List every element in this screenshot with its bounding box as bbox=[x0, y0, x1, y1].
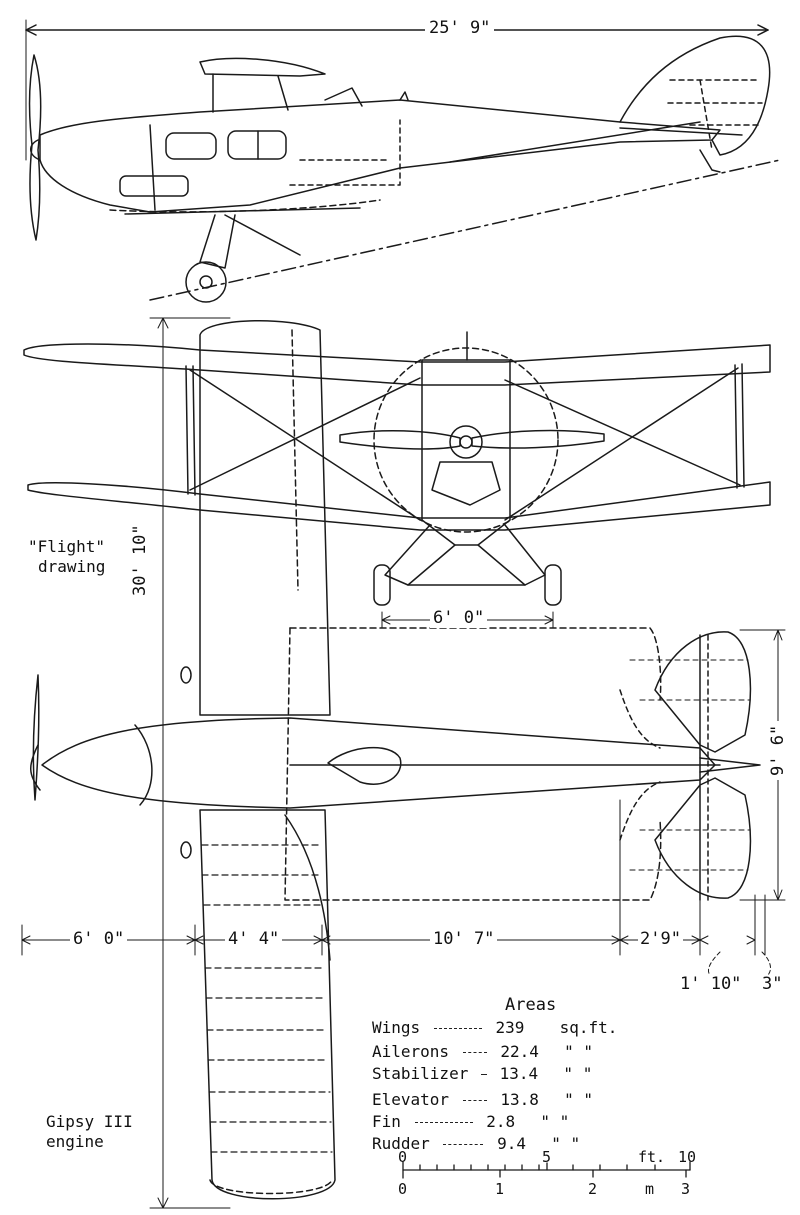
lower-wing-front bbox=[28, 482, 770, 530]
track-label: 6' 0" bbox=[430, 608, 488, 628]
m-tick-1: 1 bbox=[495, 1180, 505, 1198]
areas-table: Wings 239 sq.ft. Ailerons 22.4 " " Stabi… bbox=[372, 1018, 632, 1153]
lower-wing-plan bbox=[200, 810, 335, 1199]
main-wheel-side bbox=[186, 262, 226, 302]
source-line-2: drawing bbox=[38, 557, 106, 576]
area-name: Elevator bbox=[372, 1090, 450, 1109]
m-unit: m bbox=[645, 1180, 655, 1198]
wheel-left-front bbox=[374, 565, 390, 605]
wheel-right-front bbox=[545, 565, 561, 605]
tail-span-label: 9' 6" bbox=[768, 720, 788, 780]
area-name: Rudder bbox=[372, 1134, 430, 1153]
upper-wing-plan bbox=[200, 321, 330, 715]
arrow-right-icon bbox=[758, 25, 768, 35]
area-value: 22.4 bbox=[500, 1042, 539, 1061]
engine-caption: Gipsy III engine bbox=[46, 1112, 133, 1152]
front-view bbox=[24, 332, 770, 628]
elevator-upper-plan bbox=[655, 632, 750, 752]
areas-title: Areas bbox=[505, 995, 557, 1015]
propeller-disc bbox=[374, 348, 558, 532]
fin-rudder-side bbox=[620, 36, 770, 155]
source-caption: "Flight" drawing bbox=[28, 537, 105, 577]
scale-bar bbox=[403, 1162, 690, 1178]
area-unit: " " bbox=[564, 1042, 594, 1061]
strut-right bbox=[735, 365, 737, 488]
area-unit: sq.ft. bbox=[559, 1018, 618, 1037]
ft-unit: ft. bbox=[638, 1148, 666, 1166]
side-view bbox=[26, 20, 780, 302]
m-tick-2: 2 bbox=[588, 1180, 598, 1198]
areas-row-fin: Fin 2.8 " " bbox=[372, 1112, 569, 1131]
ft-tick-10: 10 bbox=[678, 1148, 697, 1166]
propeller-plan bbox=[33, 675, 38, 800]
upper-wing-front bbox=[24, 344, 770, 385]
area-name: Ailerons bbox=[372, 1042, 450, 1061]
spinner-front bbox=[450, 426, 482, 458]
area-unit: " " bbox=[563, 1064, 593, 1083]
fuselage-plan bbox=[42, 718, 715, 808]
nose-to-wing-label: 6' 0" bbox=[70, 929, 128, 949]
areas-row-rudder: Rudder 9.4 " " bbox=[372, 1134, 580, 1153]
cabin-window-1 bbox=[166, 133, 216, 159]
wing-chord-label: 4' 4" bbox=[225, 929, 283, 949]
tailplane-label: 2'9" bbox=[638, 929, 683, 949]
m-ticks bbox=[500, 1170, 686, 1177]
propeller-blade-left bbox=[340, 431, 460, 449]
area-unit: " " bbox=[540, 1112, 570, 1131]
wing-ribs bbox=[202, 845, 332, 1152]
upper-wing-side bbox=[200, 58, 325, 76]
span-label: 30' 10" bbox=[130, 520, 150, 600]
strut-left bbox=[186, 366, 188, 494]
areas-row-wings: Wings 239 sq.ft. bbox=[372, 1018, 617, 1037]
wing-to-tail-label: 10' 7" bbox=[430, 929, 498, 949]
tip-dim-label: 3" bbox=[762, 974, 783, 994]
areas-row-ailerons: Ailerons 22.4 " " bbox=[372, 1042, 593, 1061]
area-unit: " " bbox=[564, 1090, 594, 1109]
m-tick-0: 0 bbox=[398, 1180, 408, 1198]
area-value: 2.8 bbox=[486, 1112, 516, 1131]
elevator-dim-label: 1' 10" bbox=[680, 974, 742, 994]
area-value: 13.8 bbox=[500, 1090, 539, 1109]
exhaust-box bbox=[120, 176, 188, 196]
elevator-lower-plan bbox=[655, 778, 750, 898]
area-name: Stabilizer bbox=[372, 1064, 469, 1083]
cockpit-plan bbox=[328, 748, 401, 785]
plan-view bbox=[22, 318, 785, 1208]
propeller-blade-right bbox=[472, 431, 604, 449]
engine-line-2: engine bbox=[46, 1132, 104, 1151]
area-name: Wings bbox=[372, 1018, 421, 1037]
cabin-window-2 bbox=[228, 131, 286, 159]
areas-row-elevator: Elevator 13.8 " " bbox=[372, 1090, 593, 1109]
area-value: 9.4 bbox=[497, 1134, 526, 1153]
propeller-side bbox=[30, 55, 41, 240]
ft-tick-0: 0 bbox=[398, 1148, 408, 1166]
area-unit: " " bbox=[551, 1134, 581, 1153]
ft-tick-5: 5 bbox=[542, 1148, 552, 1166]
fuselage-side bbox=[40, 100, 720, 212]
ground-line bbox=[150, 160, 780, 300]
m-tick-3: 3 bbox=[681, 1180, 691, 1198]
area-value: 13.4 bbox=[499, 1064, 539, 1083]
area-name: Fin bbox=[372, 1112, 401, 1131]
ft-ticks bbox=[403, 1162, 690, 1178]
length-label: 25' 9" bbox=[425, 18, 495, 38]
areas-row-stabilizer: Stabilizer 13.4 " " bbox=[372, 1064, 592, 1083]
engine-line-1: Gipsy III bbox=[46, 1112, 133, 1131]
source-line-1: "Flight" bbox=[28, 537, 106, 556]
area-value: 239 bbox=[495, 1018, 525, 1037]
